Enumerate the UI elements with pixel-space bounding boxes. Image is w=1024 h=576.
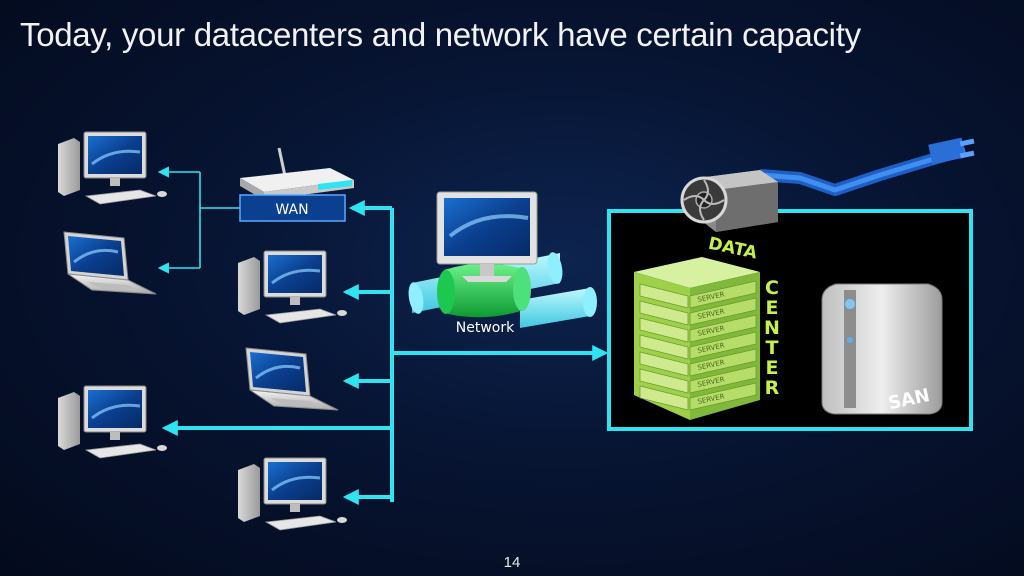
- network-links: [161, 200, 609, 505]
- network-label: Network: [456, 320, 515, 336]
- san-storage-icon: SAN: [821, 283, 943, 415]
- power-cable-icon: [759, 137, 975, 196]
- server-unit: SERVER: [639, 382, 757, 411]
- slide-title: Today, your datacenters and network have…: [20, 16, 861, 53]
- desktop-computer-icon: [58, 385, 167, 459]
- center-letter: E: [766, 297, 779, 319]
- laptop-computer-icon: [245, 347, 339, 411]
- page-number: 14: [503, 554, 521, 571]
- desktop-computer-icon: [58, 131, 167, 205]
- server-unit: SERVER: [639, 348, 757, 377]
- center-letter: C: [765, 277, 779, 299]
- wan-label: WAN: [275, 202, 308, 218]
- desktop-computer-icon: [238, 457, 347, 531]
- wan-router-icon: [240, 147, 354, 200]
- server-unit: SERVER: [639, 331, 757, 360]
- server-unit: SERVER: [639, 365, 757, 394]
- cooling-fan-icon: [680, 170, 778, 232]
- server-unit: SERVER: [639, 280, 757, 309]
- center-letter: R: [765, 377, 780, 399]
- center-letter: E: [766, 357, 779, 379]
- server-unit: SERVER: [639, 314, 757, 343]
- laptop-computer-icon: [63, 231, 157, 295]
- center-letter: T: [766, 337, 779, 359]
- desktop-computer-icon: [238, 250, 347, 324]
- network-monitor-icon: [436, 191, 538, 282]
- server-rack-icon: SERVERSERVERSERVERSERVERSERVERSERVERSERV…: [634, 257, 760, 420]
- wan-label-box: [239, 194, 346, 222]
- wan-branch-links: [157, 166, 240, 274]
- server-unit: SERVER: [639, 297, 757, 326]
- center-letter: N: [764, 317, 780, 339]
